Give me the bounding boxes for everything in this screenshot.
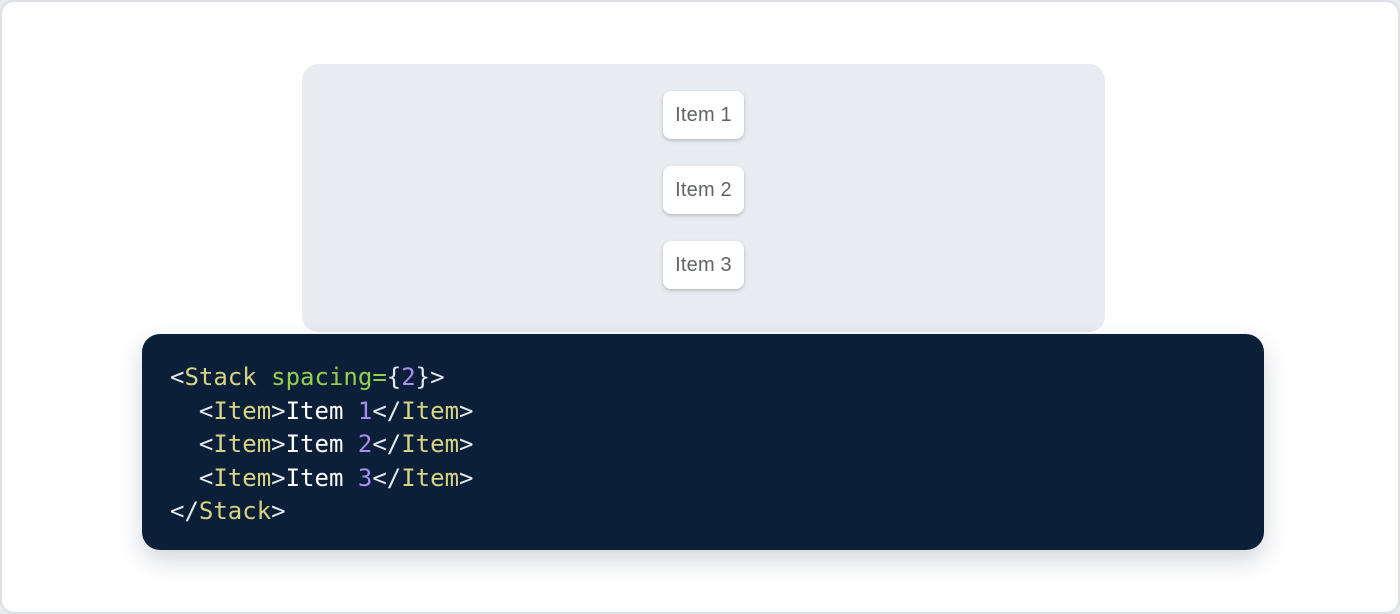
code-line: </Stack>	[170, 497, 286, 525]
code-line: <Item>Item 2</Item>	[198, 430, 474, 458]
code-line: <Item>Item 1</Item>	[198, 396, 474, 425]
stack-item-card: Item 3	[663, 241, 744, 289]
code-line: <Item>Item 3</Item>	[198, 463, 474, 492]
stack-container: Item 1 Item 2 Item 3	[302, 64, 1105, 289]
stack-item-card: Item 2	[663, 166, 744, 214]
stack-item-label: Item 3	[675, 253, 732, 276]
stack-item-card: Item 1	[663, 91, 744, 139]
code-snippet-block: <Stack spacing={2}> <Item>Item 1</Item> …	[142, 334, 1264, 550]
stack-item-label: Item 1	[675, 103, 732, 126]
code-line: <Stack spacing={2}>	[170, 363, 445, 391]
stack-demo-panel: Item 1 Item 2 Item 3	[302, 64, 1105, 332]
stack-item-label: Item 2	[675, 178, 732, 201]
code-lines: <Stack spacing={2}> <Item>Item 1</Item> …	[170, 361, 1244, 529]
